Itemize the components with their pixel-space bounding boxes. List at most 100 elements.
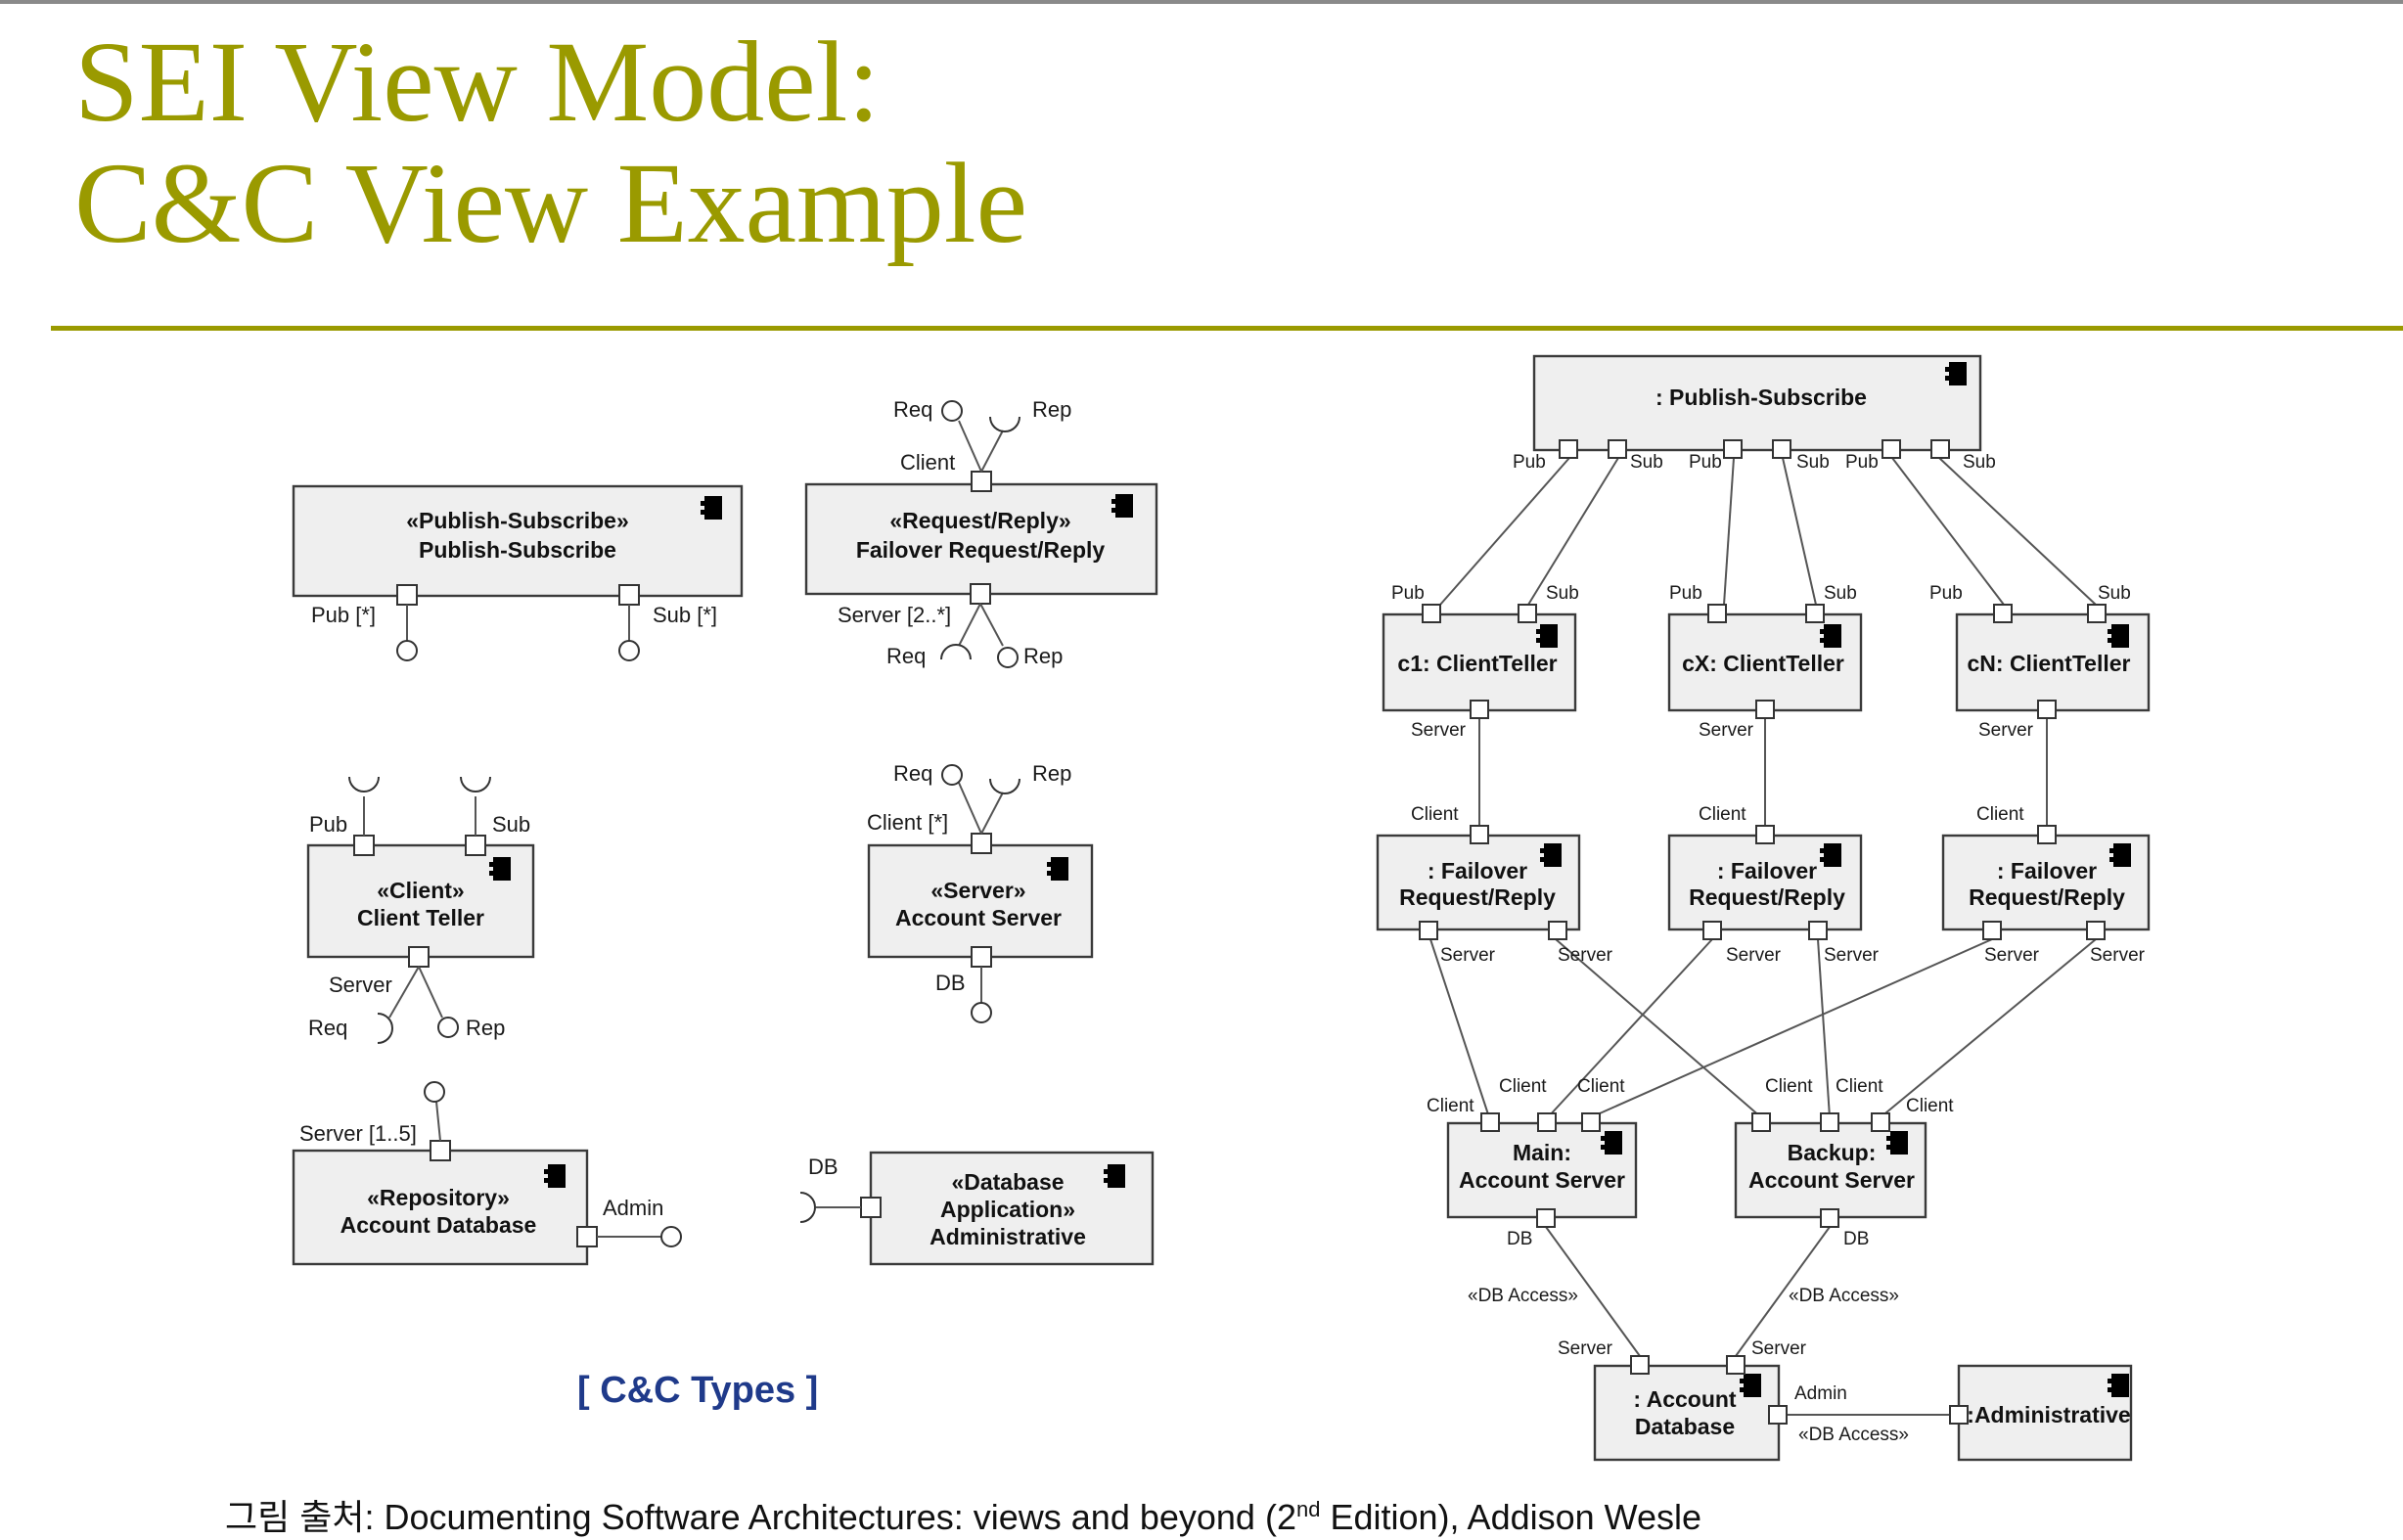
failover-3: : Failover Request/Reply Client Server S… xyxy=(1941,804,2151,966)
rr-bottom-req-label: Req xyxy=(886,644,926,668)
ad-type-name: Account Database xyxy=(340,1212,537,1238)
failover-3-client: Client xyxy=(1976,804,2024,825)
main-client-a: Client xyxy=(1427,1096,1474,1116)
types-caption: [ C&C Types ] xyxy=(577,1370,819,1411)
account-db-line-1: : Account xyxy=(1633,1386,1737,1412)
failover-2-server-b: Server xyxy=(1824,945,1880,966)
source-suffix: Edition), Addison Wesle xyxy=(1320,1497,1702,1537)
slide-title: SEI View Model: C&C View Example xyxy=(74,22,1027,264)
failover-1-server-a: Server xyxy=(1440,945,1496,966)
failover-3-line-2: Request/Reply xyxy=(1969,884,2125,910)
failover-1-line-1: : Failover xyxy=(1428,858,1527,883)
ct-rep-label: Rep xyxy=(466,1016,505,1040)
teller-c1-server: Server xyxy=(1411,720,1467,741)
backup-client-a: Client xyxy=(1765,1076,1813,1097)
teller-cn-pub: Pub xyxy=(1929,583,1963,604)
failover-1: : Failover Request/Reply Client Server S… xyxy=(1376,804,1613,966)
db-access-label-admin: «DB Access» xyxy=(1798,1425,1909,1445)
title-line-2: C&C View Example xyxy=(74,139,1027,267)
ad-server-label: Server [1..5] xyxy=(299,1121,417,1146)
ps-pub-label-2: Pub xyxy=(1689,452,1722,473)
failover-1-server-b: Server xyxy=(1558,945,1613,966)
ct-type-name: Client Teller xyxy=(357,905,484,930)
ps-pub-label-1: Pub xyxy=(1513,452,1546,473)
main-server-line-2: Account Server xyxy=(1459,1167,1625,1193)
ps-type-name: Publish-Subscribe xyxy=(419,537,616,563)
backup-account-server: Backup: Account Server Client Client Cli… xyxy=(1734,1076,1954,1249)
db-access-label-right: «DB Access» xyxy=(1789,1286,1899,1306)
type-publish-subscribe: «Publish-Subscribe» Publish-Subscribe Pu… xyxy=(292,484,744,661)
teller-cx-pub: Pub xyxy=(1669,583,1702,604)
as-type-stereotype: «Server» xyxy=(930,878,1025,903)
instance-connectors: «DB Access» «DB Access» «DB Access» xyxy=(1429,457,2097,1445)
teller-cn-server: Server xyxy=(1978,720,2034,741)
ad-type-stereotype: «Repository» xyxy=(367,1185,510,1210)
teller-cn-sub: Sub xyxy=(2098,583,2131,604)
teller-cx-name: cX: ClientTeller xyxy=(1682,651,1844,676)
main-client-c: Client xyxy=(1577,1076,1625,1097)
ad-admin-label: Admin xyxy=(603,1196,663,1220)
main-db-label: DB xyxy=(1507,1229,1532,1249)
main-server-line-1: Main: xyxy=(1513,1140,1571,1165)
as-db-label: DB xyxy=(935,971,966,995)
teller-c1-sub: Sub xyxy=(1546,583,1579,604)
backup-server-line-2: Account Server xyxy=(1748,1167,1915,1193)
type-client-teller: «Client» Client Teller Pub Sub Server Re… xyxy=(306,776,535,1044)
backup-db-label: DB xyxy=(1843,1229,1869,1249)
ps-pub-label-3: Pub xyxy=(1845,452,1879,473)
failover-3-line-1: : Failover xyxy=(1997,858,2097,883)
failover-3-server-b: Server xyxy=(2090,945,2146,966)
top-rule xyxy=(0,0,2403,4)
teller-c1-name: c1: ClientTeller xyxy=(1397,651,1557,676)
title-rule xyxy=(51,326,2403,331)
title-line-1: SEI View Model: xyxy=(74,18,881,146)
type-account-database: «Repository» Account Database Server [1.… xyxy=(292,1081,682,1266)
type-request-reply: «Request/Reply» Failover Request/Reply R… xyxy=(804,397,1158,668)
rr-bottom-rep-label: Rep xyxy=(1023,644,1063,668)
account-db-admin: Admin xyxy=(1794,1383,1847,1404)
failover-1-client: Client xyxy=(1411,804,1459,825)
rr-top-rep-label: Rep xyxy=(1032,397,1071,422)
failover-2-client: Client xyxy=(1699,804,1746,825)
account-db-server-a: Server xyxy=(1558,1338,1613,1359)
account-db-line-2: Database xyxy=(1635,1414,1735,1439)
ps-sub-label-1: Sub xyxy=(1630,452,1663,473)
failover-2-line-1: : Failover xyxy=(1717,858,1817,883)
account-database-instance: : Account Database Server Server Admin xyxy=(1558,1338,1847,1462)
source-citation: 그림 출처: Documenting Software Architecture… xyxy=(225,1489,1701,1540)
ps-sub-label-3: Sub xyxy=(1963,452,1996,473)
failover-1-line-2: Request/Reply xyxy=(1399,884,1556,910)
source-superscript: nd xyxy=(1295,1497,1321,1521)
backup-client-b: Client xyxy=(1836,1076,1883,1097)
account-db-server-b: Server xyxy=(1751,1338,1807,1359)
ct-req-label: Req xyxy=(308,1016,347,1040)
teller-c1: c1: ClientTeller Pub Sub Server xyxy=(1382,583,1579,741)
ps-pub-label: Pub [*] xyxy=(311,603,376,627)
as-type-name: Account Server xyxy=(895,905,1062,930)
teller-c1-pub: Pub xyxy=(1391,583,1425,604)
rr-type-stereotype: «Request/Reply» xyxy=(889,508,1070,533)
ps-sub-label: Sub [*] xyxy=(653,603,717,627)
teller-cx-sub: Sub xyxy=(1824,583,1857,604)
ps-sub-label-2: Sub xyxy=(1796,452,1830,473)
main-client-b: Client xyxy=(1499,1076,1547,1097)
teller-cx-server: Server xyxy=(1699,720,1754,741)
as-req-label: Req xyxy=(893,761,932,786)
da-db-label: DB xyxy=(808,1155,839,1179)
teller-cn: cN: ClientTeller Pub Sub Server xyxy=(1929,583,2151,741)
ct-sub-label: Sub xyxy=(492,812,530,837)
rr-server-label: Server [2..*] xyxy=(838,603,951,627)
failover-2-line-2: Request/Reply xyxy=(1689,884,1845,910)
ps-instance-name: : Publish-Subscribe xyxy=(1655,385,1867,410)
administrative-name: :Administrative xyxy=(1967,1402,2130,1427)
teller-cn-name: cN: ClientTeller xyxy=(1968,651,2131,676)
da-type-line-1: «Database xyxy=(951,1169,1064,1195)
da-type-line-3: Administrative xyxy=(929,1224,1086,1249)
type-database-application: «Database Application» Administrative DB xyxy=(799,1151,1155,1266)
main-account-server: Main: Account Server Client Client Clien… xyxy=(1427,1076,1638,1249)
ps-type-stereotype: «Publish-Subscribe» xyxy=(406,508,629,533)
db-access-label-left: «DB Access» xyxy=(1468,1286,1578,1306)
ct-pub-label: Pub xyxy=(309,812,347,837)
rr-top-req-label: Req xyxy=(893,397,932,422)
